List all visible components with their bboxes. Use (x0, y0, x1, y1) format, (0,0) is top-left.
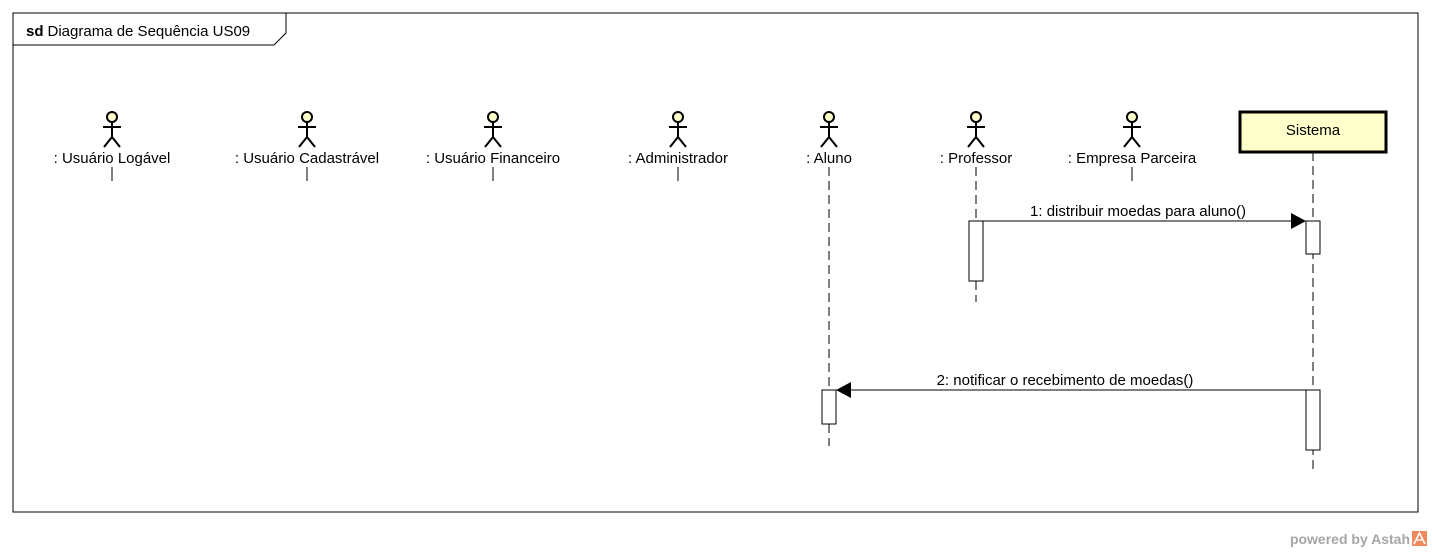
actor-label: : Administrador (628, 150, 728, 167)
astah-logo-icon (1412, 531, 1427, 546)
actor-label: : Aluno (806, 150, 852, 167)
actor-usuario-logavel: : Usuário Logável (54, 111, 171, 181)
actor-label: : Empresa Parceira (1068, 150, 1197, 167)
message-label: 2: notificar o recebimento de moedas() (937, 372, 1194, 389)
message-2: 2: notificar o recebimento de moedas() (836, 372, 1306, 398)
actor-usuario-financeiro: : Usuário Financeiro (426, 111, 560, 181)
system-box (1238, 110, 1388, 154)
message-1: 1: distribuir moedas para aluno() (983, 203, 1306, 229)
actor-professor: : Professor (940, 111, 1013, 302)
actor-figure-icon (297, 111, 317, 148)
actor-label: : Usuário Cadastrável (235, 150, 379, 167)
actor-figure-icon (483, 111, 503, 148)
frame-title-text: Diagrama de Sequência US09 (48, 23, 251, 40)
actor-figure-icon (102, 111, 122, 148)
activation-bar (821, 389, 837, 425)
actor-empresa-parceira: : Empresa Parceira (1068, 111, 1197, 181)
system-label: Sistema (1286, 122, 1341, 139)
frame-keyword: sd (26, 23, 44, 40)
actor-aluno: : Aluno (806, 111, 852, 446)
actor-figure-icon (966, 111, 986, 148)
watermark-text: powered by Astah (1290, 531, 1410, 547)
lifeline-sistema: Sistema (1238, 110, 1388, 470)
watermark: powered by Astah (1290, 531, 1427, 547)
activation-bar (1305, 389, 1321, 451)
actor-label: : Usuário Logável (54, 150, 171, 167)
actor-administrador: : Administrador (628, 111, 728, 181)
activation-bar (1305, 220, 1321, 255)
activation-bar (968, 220, 984, 282)
arrowhead-left-icon (836, 382, 851, 398)
actor-figure-icon (668, 111, 688, 148)
actor-label: : Professor (940, 150, 1013, 167)
message-label: 1: distribuir moedas para aluno() (1030, 203, 1246, 220)
arrowhead-right-icon (1291, 213, 1306, 229)
actor-figure-icon (819, 111, 839, 148)
actor-usuario-cadastravel: : Usuário Cadastrável (235, 111, 379, 181)
actor-label: : Usuário Financeiro (426, 150, 560, 167)
actor-figure-icon (1122, 111, 1142, 148)
